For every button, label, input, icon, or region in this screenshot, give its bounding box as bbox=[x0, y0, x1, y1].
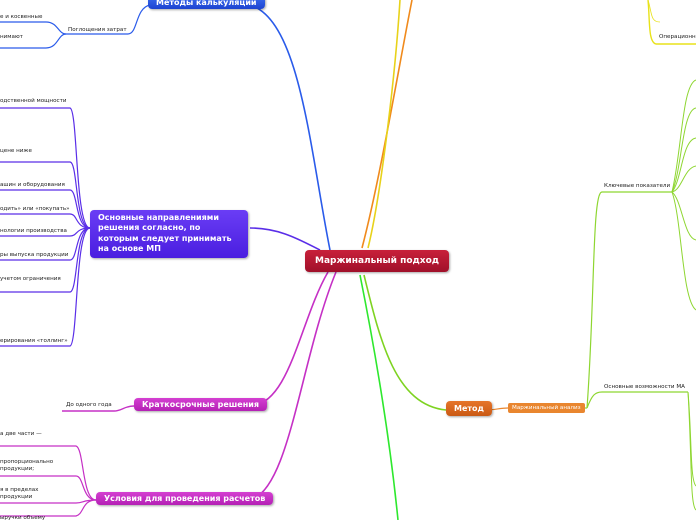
connector-conditions bbox=[249, 271, 337, 501]
label-c4a[interactable]: ыручки объему bbox=[0, 515, 46, 521]
branch-short-term[interactable]: Краткосрочные решения bbox=[134, 398, 267, 411]
branch-conditions[interactable]: Условия для проведения расчетов bbox=[96, 492, 274, 505]
label-c1a[interactable]: а две части — bbox=[0, 431, 42, 437]
label-d4[interactable]: одить» или «покупать» bbox=[0, 206, 70, 212]
label-d5[interactable]: нологии производства bbox=[0, 228, 67, 234]
central-topic[interactable]: Маржинальный подход bbox=[305, 250, 450, 272]
label-c2b[interactable]: продукции; bbox=[0, 466, 35, 472]
branch-directions[interactable]: Основные направлениями решения согласно,… bbox=[90, 210, 248, 258]
connector-directions bbox=[249, 227, 321, 251]
connector-short-term bbox=[249, 271, 329, 407]
label-d3[interactable]: ашин и оборудования bbox=[0, 182, 65, 188]
connector-methods bbox=[249, 4, 331, 251]
label-c2a[interactable]: пропорционально bbox=[0, 459, 54, 465]
label-key-indicators[interactable]: Ключевые показатели bbox=[604, 183, 671, 189]
label-c3a[interactable]: я в пределах bbox=[0, 487, 39, 493]
label-ma-capabilities[interactable]: Основные возможности МА bbox=[604, 384, 686, 390]
label-d1[interactable]: одственной мощности bbox=[0, 98, 67, 104]
connector-method bbox=[363, 274, 447, 411]
label-absorption[interactable]: Поглощения затрат bbox=[68, 27, 127, 33]
label-d7[interactable]: учетом ограничения bbox=[0, 276, 61, 282]
label-c3b[interactable]: продукции bbox=[0, 494, 33, 500]
node-marginal-analysis[interactable]: Маржинальный анализ bbox=[508, 403, 585, 413]
label-d8[interactable]: ерирования «толлинг» bbox=[0, 338, 68, 344]
branch-method[interactable]: Метод bbox=[446, 401, 492, 416]
connector-green-bottom bbox=[359, 274, 399, 520]
connector-orange-top bbox=[361, 0, 413, 249]
label-d6[interactable]: ры выпуска продукции bbox=[0, 252, 69, 258]
connector-yellow bbox=[367, 0, 401, 249]
label-up-to-year[interactable]: До одного года bbox=[66, 402, 112, 408]
label-operational[interactable]: Операционн bbox=[659, 34, 696, 40]
label-d2[interactable]: цене ниже bbox=[0, 148, 32, 154]
branch-methods[interactable]: Методы калькуляции bbox=[148, 0, 265, 9]
label-m2[interactable]: нимают bbox=[0, 34, 23, 40]
label-m1[interactable]: е и косвенные bbox=[0, 14, 43, 20]
